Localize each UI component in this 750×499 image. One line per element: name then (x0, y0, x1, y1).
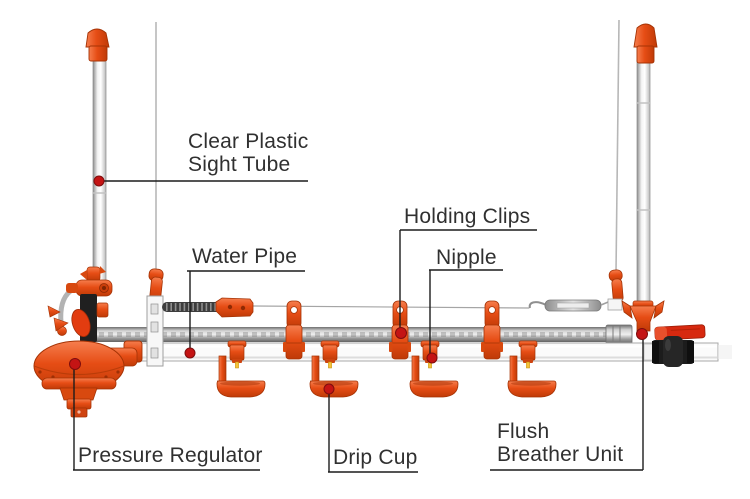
right-hanger-hook (607, 269, 624, 311)
sight-tube-left (85, 28, 110, 285)
label-pressure-regulator: Pressure Regulator (78, 444, 263, 467)
leader-lines (73, 180, 644, 473)
label-flush-breather-unit: Flush Breather Unit (497, 420, 623, 466)
label-line: Breather Unit (497, 443, 624, 466)
label-line: Sight Tube (188, 153, 291, 176)
wire-turnbuckle (528, 299, 614, 312)
label-clear-plastic-sight-tube: Clear Plastic Sight Tube (188, 130, 308, 176)
marker-dots (69, 175, 648, 395)
flush-breather-unit (621, 300, 706, 367)
spring-tensioner-assembly (146, 268, 254, 367)
label-drip-cup: Drip Cup (333, 446, 418, 469)
steel-pipe (90, 324, 633, 345)
label-holding-clips: Holding Clips (404, 205, 531, 228)
pressure-regulator (33, 266, 138, 418)
label-water-pipe: Water Pipe (192, 245, 298, 268)
sight-tube-right (633, 23, 658, 307)
label-line: Clear Plastic (188, 130, 309, 153)
label-nipple: Nipple (436, 246, 497, 269)
label-line: Flush (497, 420, 550, 443)
